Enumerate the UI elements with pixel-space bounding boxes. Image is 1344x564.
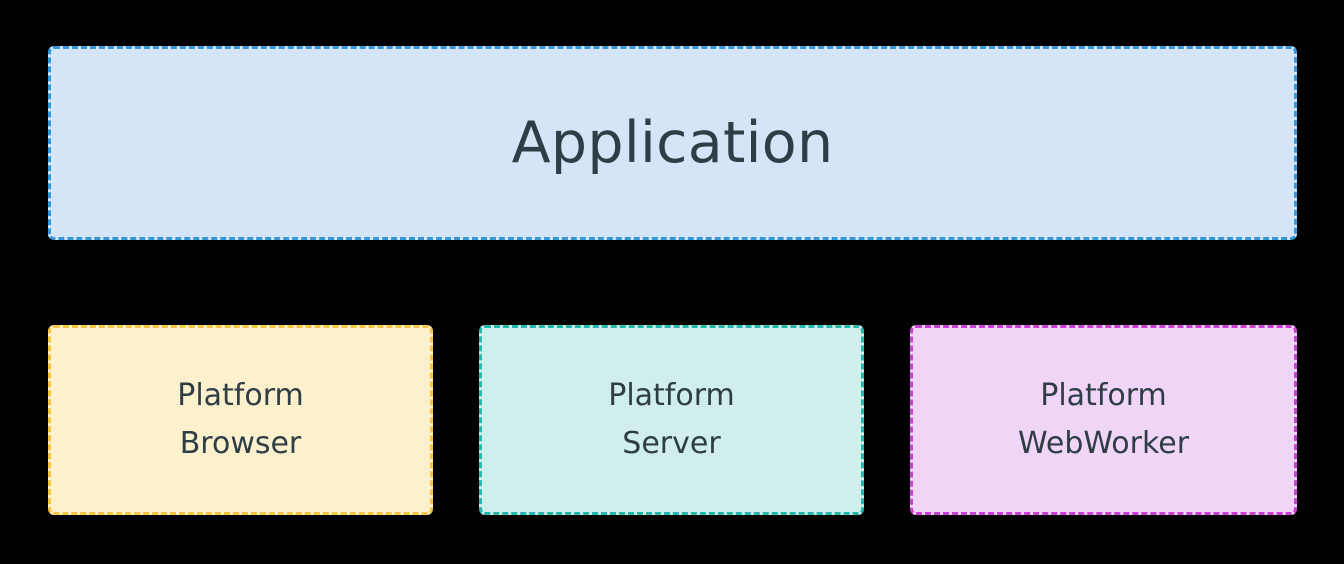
node-platform-browser-label: Platform Browser bbox=[177, 372, 304, 468]
node-application-label: Application bbox=[511, 109, 834, 176]
node-platform-browser-label-line2: Browser bbox=[179, 426, 302, 461]
node-platform-webworker[interactable]: Platform WebWorker bbox=[910, 325, 1297, 515]
node-platform-browser[interactable]: Platform Browser bbox=[48, 325, 433, 515]
node-application[interactable]: Application bbox=[48, 46, 1297, 240]
node-platform-server-label-line1: Platform bbox=[608, 378, 735, 413]
node-platform-server[interactable]: Platform Server bbox=[479, 325, 864, 515]
node-platform-webworker-label-line1: Platform bbox=[1040, 378, 1167, 413]
node-platform-browser-label-line1: Platform bbox=[177, 378, 304, 413]
node-platform-webworker-label-line2: WebWorker bbox=[1017, 426, 1190, 461]
node-platform-server-label-line2: Server bbox=[622, 426, 721, 461]
node-platform-server-label: Platform Server bbox=[608, 372, 735, 468]
node-platform-webworker-label: Platform WebWorker bbox=[1018, 372, 1189, 468]
